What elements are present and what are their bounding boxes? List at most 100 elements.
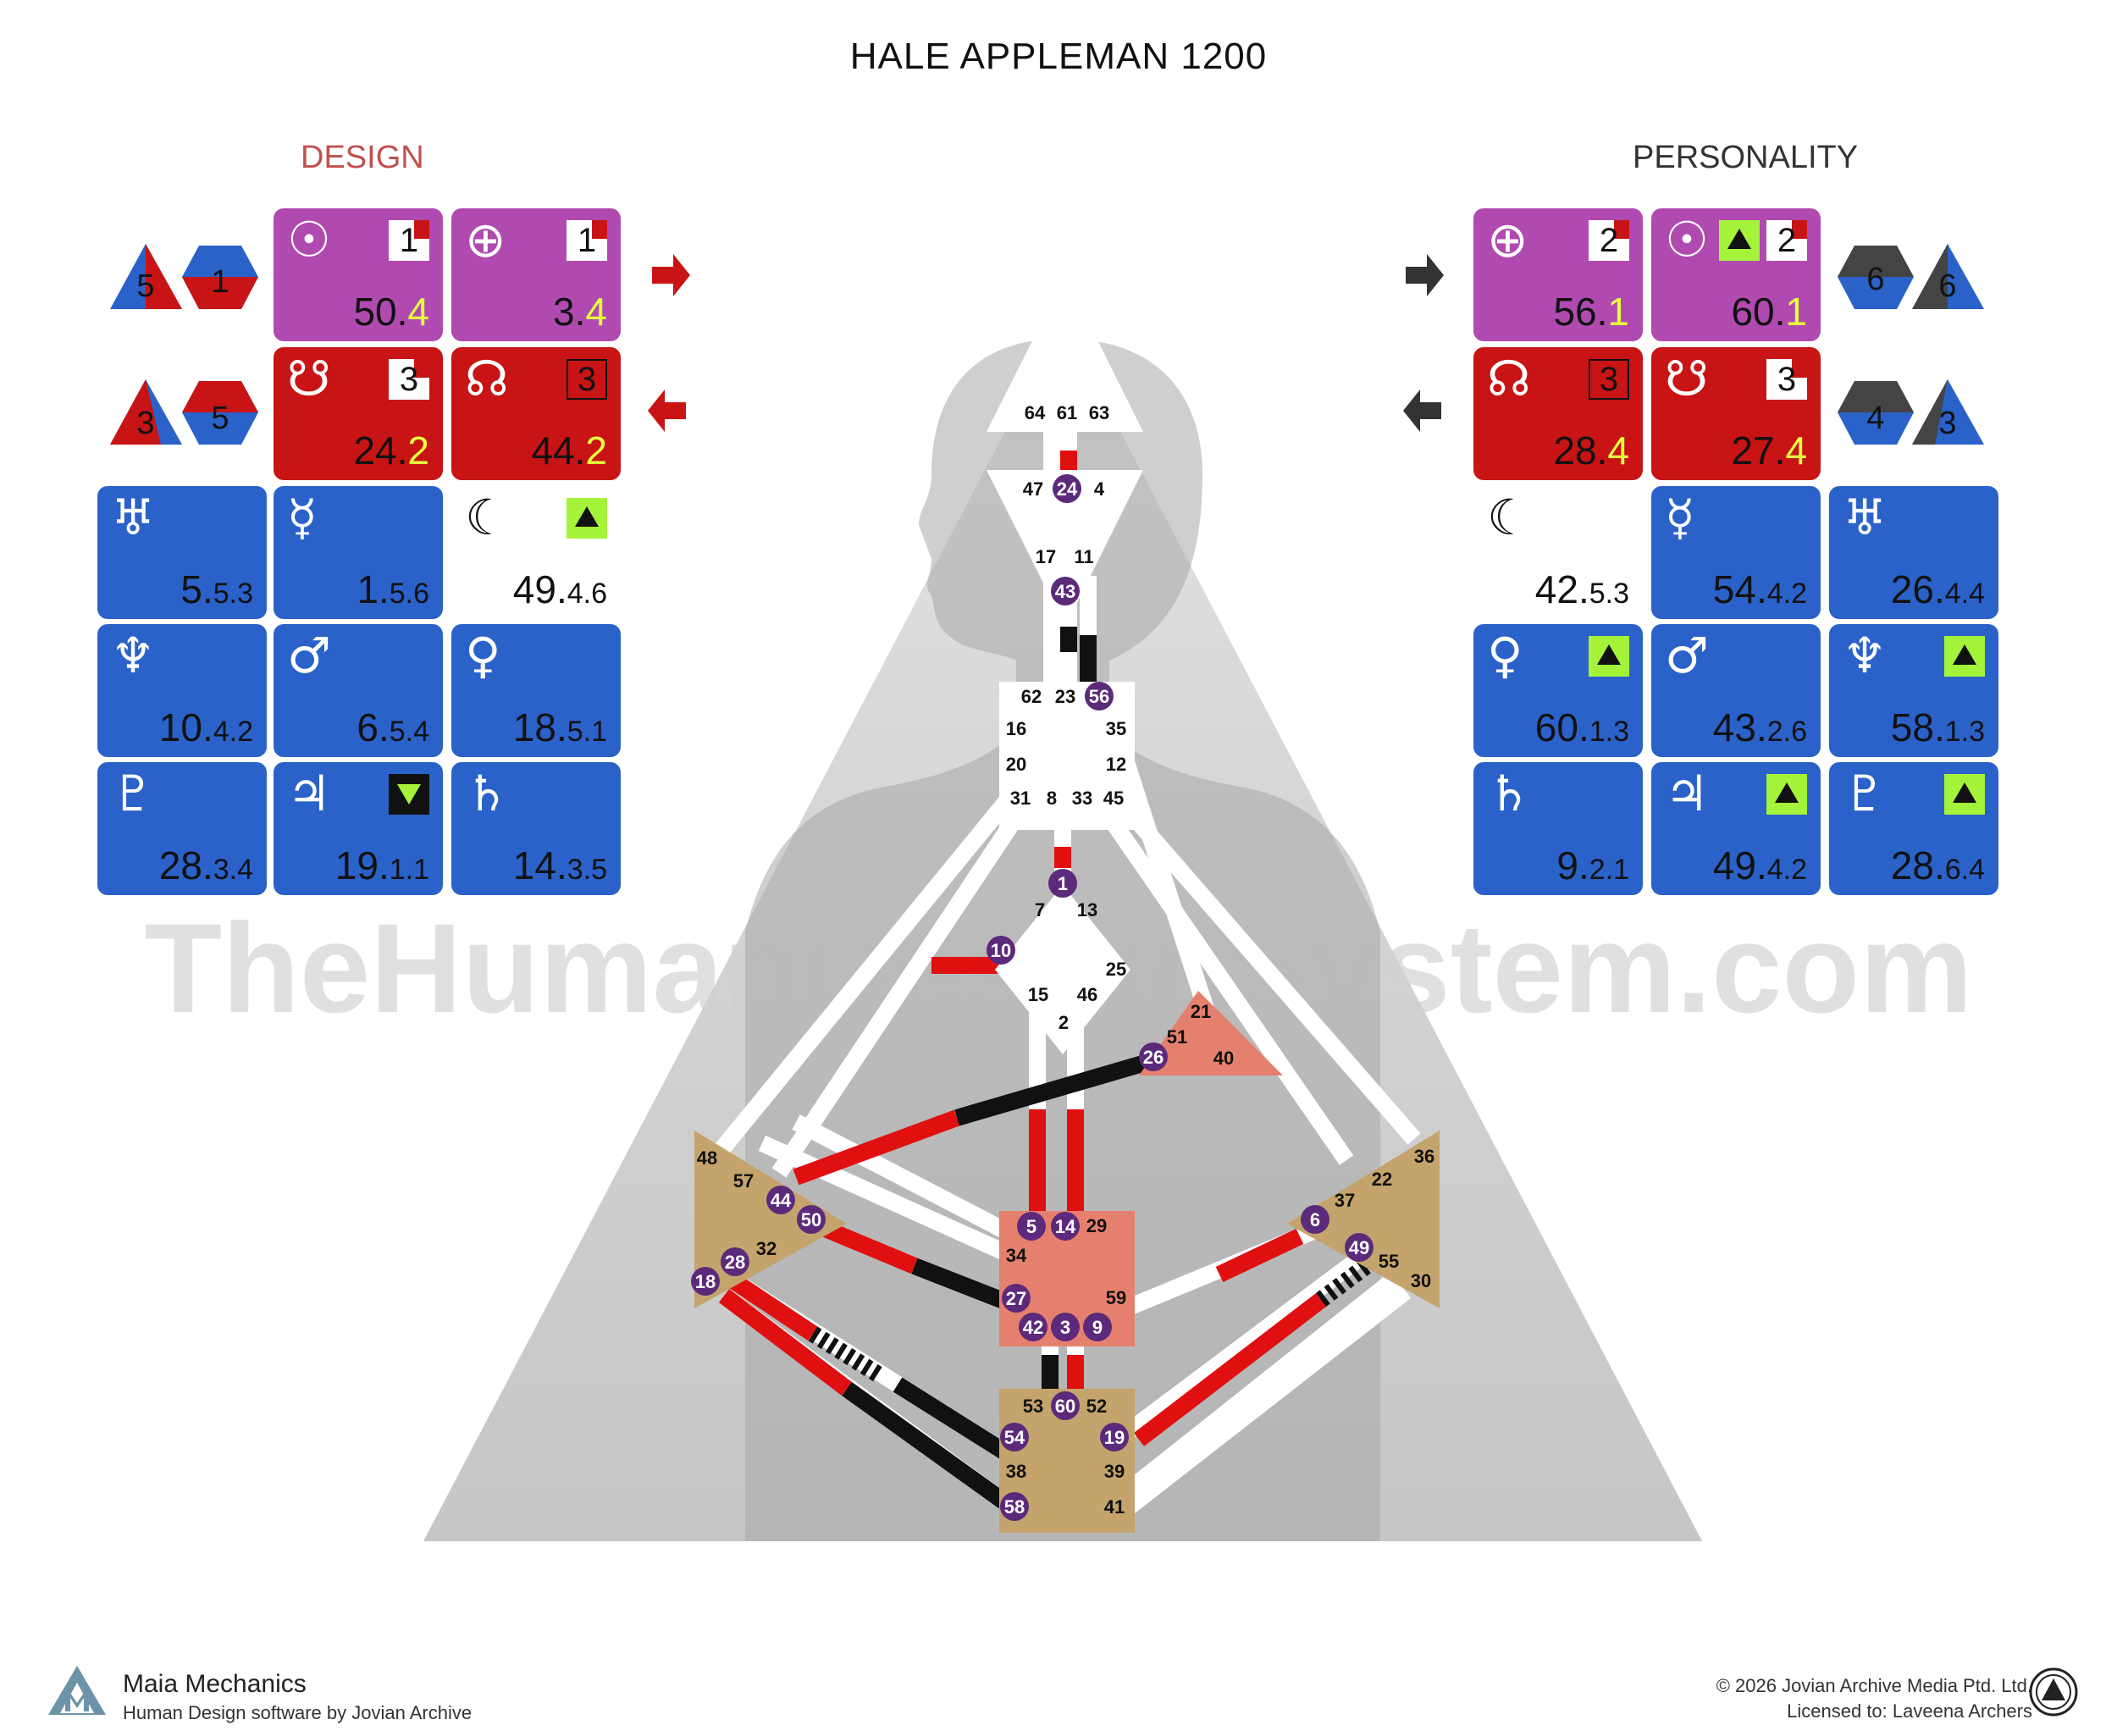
svg-text:10: 10 xyxy=(991,940,1011,961)
svg-text:5: 5 xyxy=(136,268,154,304)
personality-arrows xyxy=(1403,254,1444,432)
footer-brand: Maia Mechanics xyxy=(123,1670,307,1698)
svg-text:6: 6 xyxy=(1310,1209,1320,1230)
personality-south-node-tile[interactable]: ☋ 3 27.4 xyxy=(1651,347,1821,480)
svg-text:14: 14 xyxy=(1055,1216,1076,1237)
gate-23: 23 xyxy=(1055,686,1075,707)
gate-11: 11 xyxy=(1074,546,1093,567)
svg-text:1: 1 xyxy=(211,264,229,300)
gate-35: 35 xyxy=(1106,718,1126,739)
personality-uranus-tile[interactable]: ♅ 26.4.4 xyxy=(1829,486,1998,619)
gate-31: 31 xyxy=(1010,788,1031,809)
personality-north-node-tile[interactable]: ☊ 3 28.4 xyxy=(1473,347,1643,480)
gate-37: 37 xyxy=(1335,1190,1355,1211)
design-moon-tile[interactable]: ☾ 49.4.6 xyxy=(451,486,621,619)
line-box: 3 xyxy=(1766,359,1807,400)
gate-12: 12 xyxy=(1106,754,1126,775)
gate-30: 30 xyxy=(1411,1270,1431,1291)
personality-mercury-tile[interactable]: ☿ 54.4.2 xyxy=(1651,486,1821,619)
gate-21: 21 xyxy=(1191,1001,1211,1022)
design-uranus-tile[interactable]: ♅ 5.5.3 xyxy=(97,486,267,619)
design-venus-tile[interactable]: ♀ 18.5.1 xyxy=(451,624,621,757)
gate-labels: 64 61 63 47 4 17 11 62 23 16 35 20 12 31… xyxy=(697,402,1434,1518)
personality-saturn-tile[interactable]: ♄ 9.2.1 xyxy=(1473,762,1643,895)
design-pluto-tile[interactable]: ♇ 28.3.4 xyxy=(97,762,267,895)
personality-jupiter-tile[interactable]: ♃ 49.4.2 xyxy=(1651,762,1821,895)
gate-45: 45 xyxy=(1103,788,1124,809)
line-box: 2 xyxy=(1766,220,1807,261)
svg-text:6: 6 xyxy=(1938,268,1956,304)
exalted-up-icon xyxy=(567,498,607,539)
heart-center xyxy=(1139,991,1283,1075)
north-node-icon: ☊ xyxy=(465,350,509,407)
mercury-icon: ☿ xyxy=(1665,489,1695,546)
svg-text:43: 43 xyxy=(1055,581,1075,602)
gate-7: 7 xyxy=(1035,899,1045,921)
gate-39: 39 xyxy=(1104,1461,1125,1482)
pluto-icon: ♇ xyxy=(111,765,155,822)
personality-pluto-tile[interactable]: ♇ 28.6.4 xyxy=(1829,762,1998,895)
sun-icon: ☉ xyxy=(1665,211,1709,268)
jovian-seal-icon xyxy=(2029,1667,2078,1717)
jupiter-icon: ♃ xyxy=(1665,765,1709,822)
design-mars-tile[interactable]: ♂ 6.5.4 xyxy=(274,624,443,757)
exalted-up-icon xyxy=(1944,636,1985,677)
gate-48: 48 xyxy=(697,1147,717,1169)
svg-text:50: 50 xyxy=(801,1209,821,1230)
line-box: 1 xyxy=(567,220,607,261)
design-north-node-tile[interactable]: ☊ 3 44.2 xyxy=(451,347,621,480)
svg-text:24: 24 xyxy=(1057,478,1078,500)
channels-active xyxy=(718,451,1377,1515)
svg-text:6: 6 xyxy=(1866,262,1884,297)
svg-text:26: 26 xyxy=(1143,1047,1164,1068)
svg-text:9: 9 xyxy=(1092,1317,1103,1338)
south-node-icon: ☋ xyxy=(287,350,331,407)
earth-icon: ⊕ xyxy=(1487,211,1528,268)
venus-icon: ♀ xyxy=(1487,627,1523,684)
gate-64: 64 xyxy=(1025,402,1046,423)
design-sun-tile[interactable]: ☉ 1 50.4 xyxy=(274,208,443,341)
line-box: 3 xyxy=(567,359,607,400)
gate-63: 63 xyxy=(1089,402,1109,423)
gate-2: 2 xyxy=(1058,1012,1069,1033)
svg-text:18: 18 xyxy=(695,1271,716,1292)
design-mercury-tile[interactable]: ☿ 1.5.6 xyxy=(274,486,443,619)
line-box: 1 xyxy=(389,220,429,261)
exalted-up-icon xyxy=(1589,636,1629,677)
personality-neptune-tile[interactable]: ♆ 58.1.3 xyxy=(1829,624,1998,757)
gate-25: 25 xyxy=(1106,959,1126,980)
active-gate-circles: 24 43 56 1 10 26 44 50 28 18 6 49 5 14 2… xyxy=(691,474,1374,1521)
svg-text:58: 58 xyxy=(1004,1496,1025,1518)
line-box: 2 xyxy=(1589,220,1629,261)
svg-text:60: 60 xyxy=(1055,1396,1075,1417)
neptune-icon: ♆ xyxy=(111,627,155,684)
design-variables: 5 1 3 5 xyxy=(110,244,258,445)
gate-22: 22 xyxy=(1372,1169,1392,1190)
design-south-node-tile[interactable]: ☋ 3 24.2 xyxy=(274,347,443,480)
personality-sun-tile[interactable]: ☉ 2 60.1 xyxy=(1651,208,1821,341)
gate-47: 47 xyxy=(1023,478,1043,500)
exalted-up-icon xyxy=(1719,220,1760,261)
detriment-down-icon xyxy=(389,774,429,815)
gate-8: 8 xyxy=(1047,788,1057,809)
personality-mars-tile[interactable]: ♂ 43.2.6 xyxy=(1651,624,1821,757)
design-neptune-tile[interactable]: ♆ 10.4.2 xyxy=(97,624,267,757)
personality-earth-tile[interactable]: ⊕ 2 56.1 xyxy=(1473,208,1643,341)
line-box: 3 xyxy=(389,359,429,400)
personality-venus-tile[interactable]: ♀ 60.1.3 xyxy=(1473,624,1643,757)
gate-38: 38 xyxy=(1006,1461,1026,1482)
gate-61: 61 xyxy=(1057,402,1077,423)
head-center xyxy=(987,275,1143,432)
design-arrows xyxy=(648,254,690,432)
svg-text:4: 4 xyxy=(1866,401,1884,436)
pluto-icon: ♇ xyxy=(1843,765,1887,822)
personality-moon-tile[interactable]: ☾ 42.5.3 xyxy=(1473,486,1643,619)
uranus-icon: ♅ xyxy=(111,489,155,546)
design-earth-tile[interactable]: ⊕ 1 3.4 xyxy=(451,208,621,341)
svg-text:44: 44 xyxy=(771,1190,792,1211)
design-jupiter-tile[interactable]: ♃ 19.1.1 xyxy=(274,762,443,895)
design-saturn-tile[interactable]: ♄ 14.3.5 xyxy=(451,762,621,895)
gate-41: 41 xyxy=(1104,1496,1125,1518)
gate-32: 32 xyxy=(756,1238,777,1259)
gate-16: 16 xyxy=(1006,718,1026,739)
